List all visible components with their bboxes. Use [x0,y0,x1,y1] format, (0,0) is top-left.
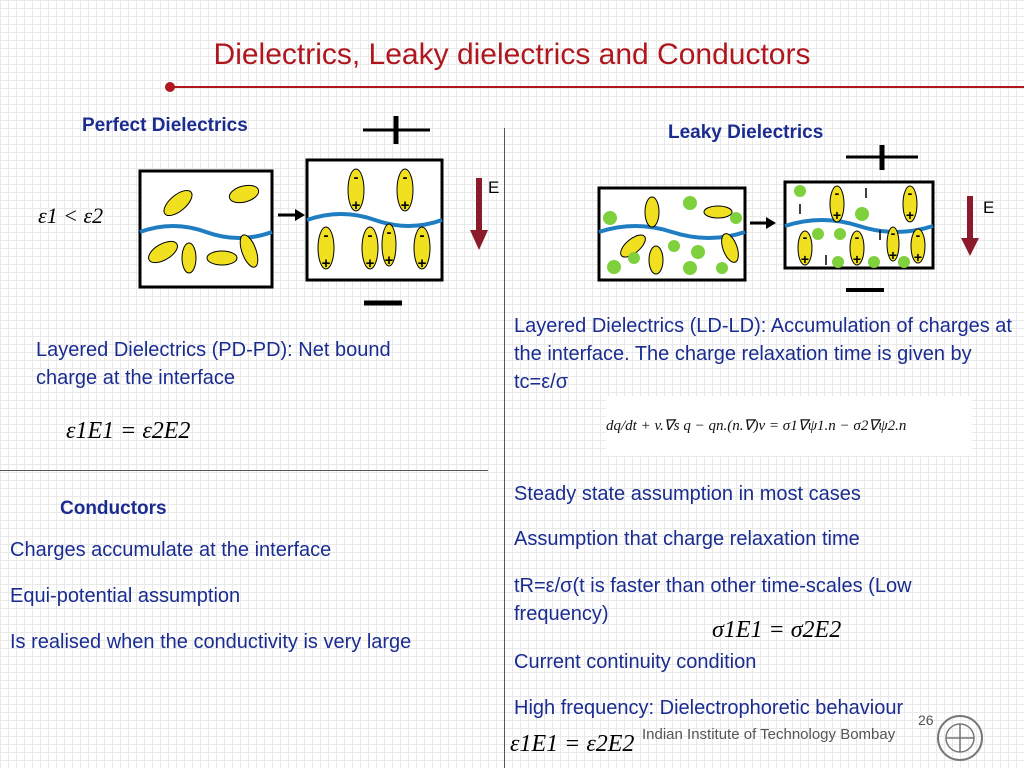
svg-text:-: - [855,229,860,245]
conductivity-equation: σ1E1 = σ2E2 [712,617,842,643]
svg-text:-: - [803,229,808,245]
svg-text:-: - [916,227,921,243]
svg-text:-: - [354,169,359,186]
conductor-point-1: Charges accumulate at the interface [10,539,332,561]
svg-text:+: + [401,197,410,214]
svg-text:+: + [801,251,809,267]
leaky-dielectrics-header: Leaky Dielectrics [668,122,824,143]
conductor-point-3: Is realised when the conductivity is ver… [10,631,412,653]
svg-text:+: + [853,251,861,267]
institute-logo-icon [937,715,983,761]
title-bullet-dot [165,82,175,92]
svg-text:+: + [914,249,922,265]
permittivity-relation: ε1 < ε2 [38,203,104,228]
field-label-leaky: E [983,198,995,217]
svg-text:-: - [403,169,408,186]
slide-title: Dielectrics, Leaky dielectrics and Condu… [213,38,811,71]
svg-text:+: + [833,207,841,223]
title-underline [172,86,1024,88]
svg-text:-: - [324,227,329,244]
svg-text:+: + [385,252,394,269]
charge-conservation-equation: dq/dt + v.∇s q − qn.(n.∇)v = σ1∇ψ1.n − σ… [606,396,972,456]
conductor-point-2: Equi-potential assumption [10,585,241,607]
svg-text:-: - [835,185,840,201]
right-point-4: Current continuity condition [514,651,757,673]
right-point-2: Assumption that charge relaxation time [514,528,860,550]
svg-text:+: + [352,197,361,214]
svg-text:+: + [906,207,914,223]
right-point-5: High frequency: Dielectrophoretic behavi… [514,697,904,719]
svg-text:+: + [366,255,375,272]
right-point-1: Steady state assumption in most cases [514,483,861,505]
perfect-description: Layered Dielectrics (PD-PD): Net bound c… [36,339,391,389]
svg-text:-: - [420,227,425,244]
institute-footer: Indian Institute of Technology Bombay [642,726,896,743]
svg-text:-: - [387,224,392,241]
svg-text:-: - [908,185,913,201]
horizontal-divider [0,470,488,471]
leaky-description: Layered Dielectrics (LD-LD): Accumulatio… [514,315,1012,393]
page-number: 26 [918,712,934,728]
perfect-dielectrics-header: Perfect Dielectrics [82,115,248,136]
field-label-perfect: E [488,178,500,197]
vertical-divider [504,128,505,768]
svg-text:+: + [418,255,427,272]
svg-text:+: + [889,247,897,263]
svg-text:-: - [368,227,373,244]
bottom-equation: ε1E1 = ε2E2 [510,731,635,757]
svg-text:+: + [322,255,331,272]
conductors-header: Conductors [60,498,167,519]
right-point-3: tR=ε/σ(t is faster than other time-scale… [514,575,912,625]
svg-text:-: - [891,225,896,241]
perfect-equation: ε1E1 = ε2E2 [66,418,191,444]
